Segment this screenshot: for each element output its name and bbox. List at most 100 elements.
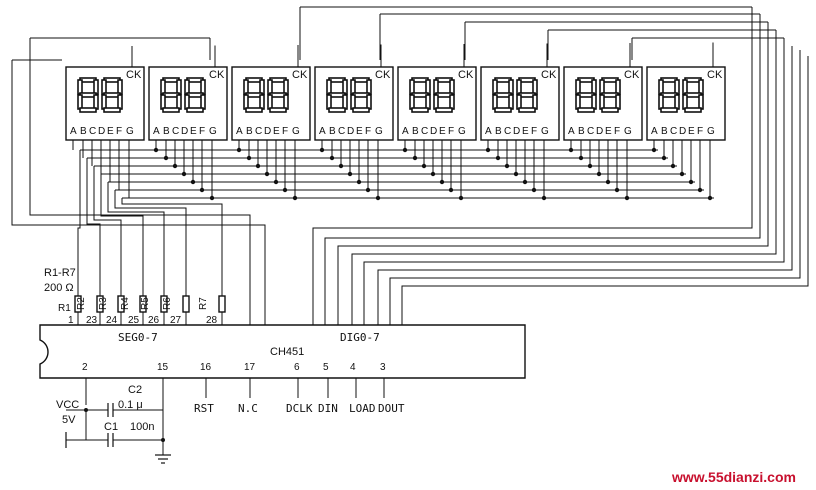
- segment: [615, 79, 621, 95]
- junction-dot: [587, 163, 593, 169]
- segment-letter-G: G: [126, 126, 134, 137]
- junction-dot: [412, 155, 418, 161]
- segment-letter-D: D: [430, 126, 437, 137]
- dig-bus-4: [363, 38, 785, 325]
- segment: [283, 79, 289, 95]
- junction-dot: [624, 195, 630, 201]
- segment: [350, 79, 356, 95]
- junction-dot: [430, 171, 436, 177]
- segment: [366, 94, 372, 110]
- junction-dot: [596, 171, 602, 177]
- segment-to-resistor: [86, 158, 101, 296]
- segment: [577, 107, 595, 113]
- segment-letter-D: D: [679, 126, 686, 137]
- segment: [184, 79, 190, 95]
- segment: [77, 79, 83, 95]
- segment-letter-F: F: [614, 126, 620, 137]
- segment: [532, 94, 538, 110]
- junction-dot: [439, 179, 445, 185]
- ck-label: CK: [292, 69, 308, 81]
- resistor-label-r7: R7: [198, 297, 209, 310]
- seven-seg-figure: [160, 77, 182, 113]
- segment: [93, 94, 99, 110]
- dig-bus-2: [337, 22, 769, 325]
- junction-dot: [292, 195, 298, 201]
- junction-dot: [421, 163, 427, 169]
- segment: [433, 79, 439, 95]
- segment-letter-C: C: [421, 126, 428, 137]
- chip-name: CH451: [270, 346, 304, 358]
- dig-bus-1: [324, 14, 761, 325]
- top-pin-26: 26: [148, 315, 160, 326]
- junction-dot: [522, 179, 528, 185]
- segment: [698, 94, 704, 110]
- segment-letter-B: B: [329, 126, 336, 137]
- junction-dot: [84, 408, 88, 412]
- pin-num-3: 3: [380, 362, 386, 373]
- vcc-rail: [66, 409, 87, 441]
- seven-seg-figure: [492, 77, 514, 113]
- junction-dot: [375, 195, 381, 201]
- segment: [615, 94, 621, 110]
- junction-dot: [605, 179, 611, 185]
- seven-seg-figure: [409, 77, 431, 113]
- junction-dot: [707, 195, 713, 201]
- segment-to-resistor: [121, 198, 223, 296]
- c2-value: 0.1 μ: [118, 399, 143, 411]
- junction-dot: [578, 155, 584, 161]
- junction-dot: [347, 171, 353, 177]
- ck-label: CK: [458, 69, 474, 81]
- segment: [243, 94, 249, 110]
- segment-letter-A: A: [153, 126, 160, 137]
- junction-dot: [153, 147, 159, 153]
- segment-letter-E: E: [439, 126, 446, 137]
- junction-dot: [172, 163, 178, 169]
- segment: [267, 94, 273, 110]
- segment-letter-C: C: [89, 126, 96, 137]
- segment: [591, 94, 597, 110]
- chip-bottom-pins: 2 15 16 17 6 5 4 3 RST N.C DCLK DIN LOAD…: [82, 362, 405, 415]
- seven-seg-figure: [433, 77, 455, 113]
- segment: [433, 94, 439, 110]
- junction-dot: [161, 438, 165, 442]
- segment: [350, 94, 356, 110]
- segment-letter-B: B: [80, 126, 87, 137]
- resistor-label-r6: R6: [162, 297, 173, 310]
- segment-letter-F: F: [531, 126, 537, 137]
- segment-letter-C: C: [255, 126, 262, 137]
- ck-label: CK: [707, 69, 723, 81]
- segment: [601, 107, 619, 113]
- segment-letter-D: D: [596, 126, 603, 137]
- segment: [508, 79, 514, 95]
- top-pin-23: 23: [86, 315, 98, 326]
- c1-value: 100n: [130, 421, 154, 433]
- segment-letter-C: C: [338, 126, 345, 137]
- segment: [117, 94, 123, 110]
- segment: [518, 107, 536, 113]
- top-pin-27: 27: [170, 315, 182, 326]
- junction-dot: [190, 179, 196, 185]
- seven-seg-figure: [101, 77, 123, 113]
- segment: [342, 79, 348, 95]
- segment: [575, 79, 581, 95]
- segment-letter-F: F: [116, 126, 122, 137]
- segment: [449, 94, 455, 110]
- segment: [682, 79, 688, 95]
- top-pin-28: 28: [206, 315, 218, 326]
- segment-letter-A: A: [70, 126, 77, 137]
- segment-letter-A: A: [568, 126, 575, 137]
- segment-letter-A: A: [402, 126, 409, 137]
- junction-dot: [651, 147, 657, 153]
- ck-label: CK: [375, 69, 391, 81]
- segment-letter-A: A: [236, 126, 243, 137]
- segment: [575, 94, 581, 110]
- ck-label: CK: [541, 69, 557, 81]
- junction-dot: [448, 187, 454, 193]
- segment-letter-A: A: [651, 126, 658, 137]
- segment-letter-B: B: [578, 126, 585, 137]
- segment: [269, 107, 287, 113]
- junction-dot: [246, 155, 252, 161]
- junction-dot: [661, 155, 667, 161]
